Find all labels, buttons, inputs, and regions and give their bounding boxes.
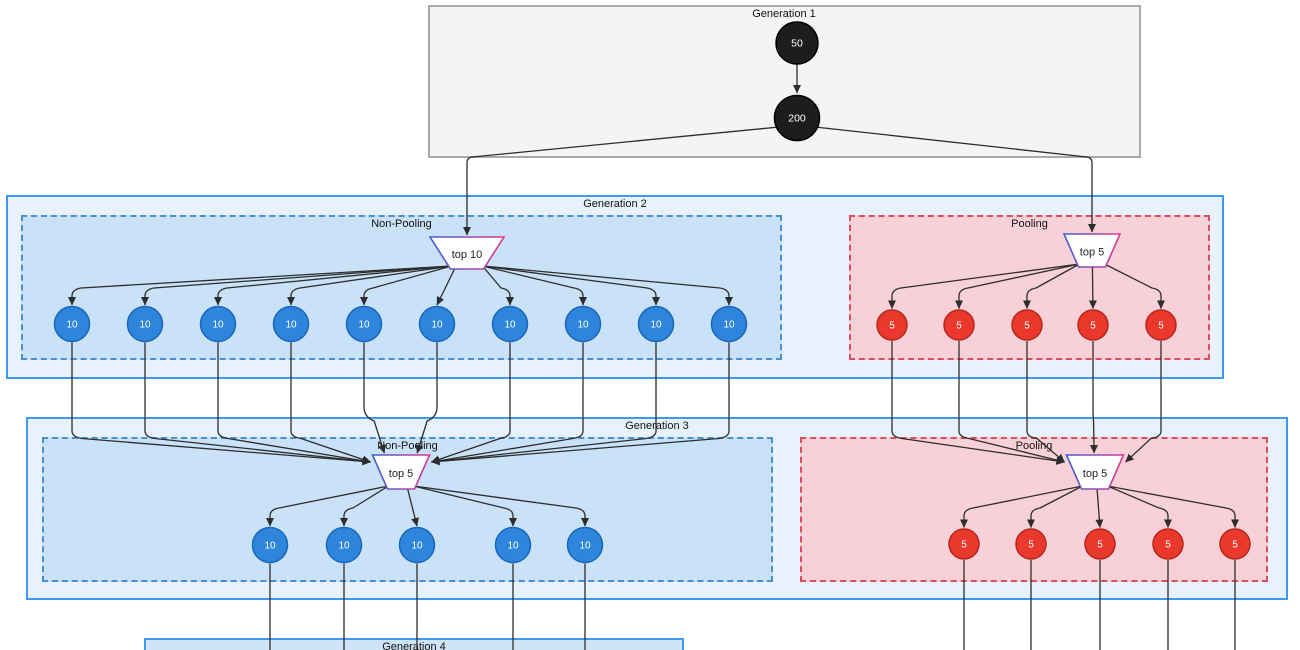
generation3-pooling-title: Pooling — [1015, 440, 1053, 452]
generation3-nonpooling-title: Non-Pooling — [377, 440, 438, 452]
generation4-title: Generation 4 — [382, 641, 446, 650]
generation2-pooling-title: Pooling — [1011, 218, 1048, 230]
generation2-nonpooling-box — [21, 215, 782, 360]
generation3-nonpooling-box — [42, 437, 773, 582]
generation1-box — [428, 5, 1141, 158]
generation1-title: Generation 1 — [752, 8, 816, 20]
generation4-box — [144, 638, 684, 650]
generation2-nonpooling-title: Non-Pooling — [371, 218, 432, 230]
generation2-pooling-box — [849, 215, 1210, 360]
generation2-title: Generation 2 — [583, 198, 647, 210]
generation3-pooling-box — [800, 437, 1268, 582]
generation3-title: Generation 3 — [625, 420, 689, 432]
